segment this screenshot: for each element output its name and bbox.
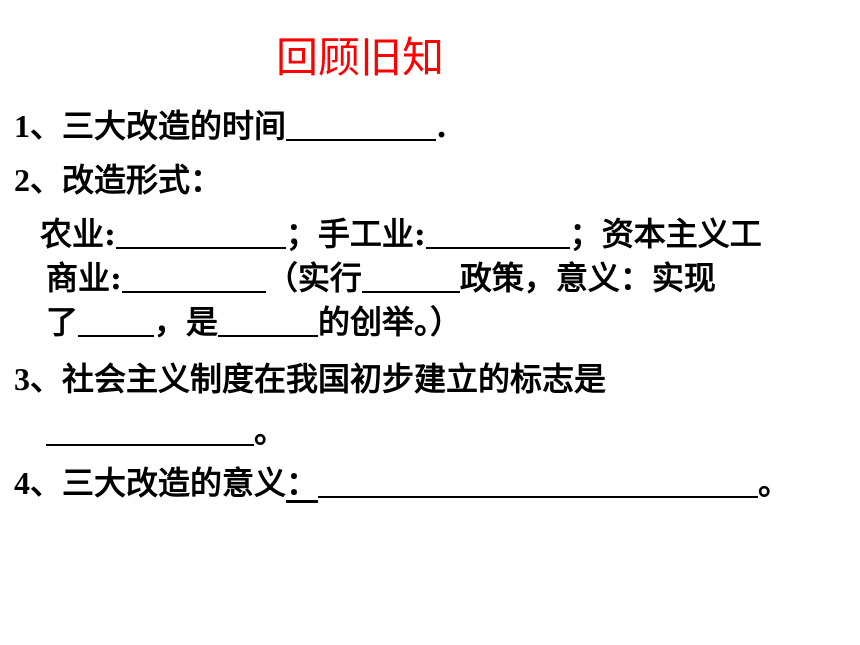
- question-2-detail-line-2: 商业: （实行 政策，意义：实现: [46, 256, 716, 300]
- capitalist-label-part-1: 资本主义工: [601, 215, 762, 253]
- question-1: 1、三大改造的时间.: [14, 104, 447, 148]
- question-2-detail-line-1: 农业:；手工业:；资本主义工: [40, 212, 762, 256]
- question-3-blank[interactable]: [46, 414, 254, 446]
- question-1-text: 、三大改造的时间: [30, 107, 287, 145]
- result-blank-2[interactable]: [218, 305, 319, 337]
- handicraft-label: 手工业:: [317, 215, 426, 253]
- policy-blank[interactable]: [361, 261, 460, 293]
- question-1-blank[interactable]: [286, 109, 437, 141]
- question-2-number: 2: [14, 162, 30, 198]
- capitalist-label-part-2: 商业:: [46, 259, 122, 297]
- result-blank-1[interactable]: [78, 305, 155, 337]
- question-4-colon: ：: [286, 464, 319, 502]
- agriculture-label: 农业:: [40, 215, 116, 253]
- question-2: 2、改造形式：: [14, 158, 222, 202]
- result-before-text: 了: [46, 303, 79, 341]
- separator-1: ；: [285, 215, 318, 253]
- result-mid-text: ，是: [154, 303, 219, 341]
- handicraft-blank[interactable]: [425, 217, 570, 249]
- question-1-number: 1: [14, 108, 30, 144]
- question-3: 3、社会主义制度在我国初步建立的标志是: [14, 357, 606, 401]
- question-4-end: 。: [758, 464, 791, 502]
- question-2-detail-line-3: 了 ，是 的创举。）: [46, 300, 462, 344]
- question-3-number: 3: [14, 361, 30, 397]
- separator-2: ；: [569, 215, 602, 253]
- capitalist-blank[interactable]: [121, 261, 266, 293]
- question-4-blank[interactable]: [318, 466, 759, 498]
- policy-open-text: （实行: [265, 259, 362, 297]
- agriculture-blank[interactable]: [115, 217, 286, 249]
- policy-after-text: 政策，意义：实现: [459, 259, 716, 297]
- result-end-text: 的创举。）: [318, 303, 463, 341]
- question-1-end: .: [436, 107, 448, 145]
- question-3-text: 、社会主义制度在我国初步建立的标志是: [30, 360, 607, 398]
- question-3-end: 。: [254, 412, 287, 450]
- question-4-number: 4: [14, 465, 30, 501]
- question-4-text: 、三大改造的意义: [30, 464, 287, 502]
- question-3-answer-line: 。: [46, 409, 286, 453]
- question-4: 4、三大改造的意义： 。: [14, 461, 790, 505]
- question-2-text: 、改造形式：: [30, 161, 223, 199]
- title-text: 回顾旧知: [275, 33, 444, 82]
- slide-title: 回顾旧知: [0, 28, 860, 88]
